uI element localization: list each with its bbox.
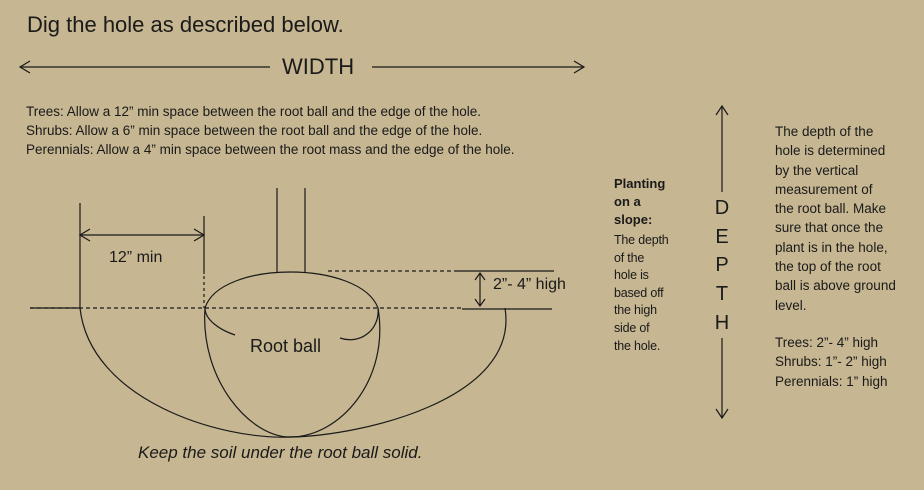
depth-letter: T bbox=[715, 283, 729, 305]
depth-text-line: the root ball. Make bbox=[775, 201, 887, 217]
spacing-rule-trees: Trees: Allow a 12” min space between the… bbox=[26, 104, 482, 119]
depth-letter: P bbox=[715, 254, 729, 276]
depth-text-line: hole is determined bbox=[775, 143, 886, 159]
slope-text-line: side of bbox=[614, 320, 650, 335]
slope-text-line: of the bbox=[614, 250, 645, 265]
height-recommendation-shrubs: Shrubs: 1”- 2” high bbox=[775, 354, 887, 369]
root-ball-label: Root ball bbox=[250, 336, 322, 356]
height-recommendation-trees: Trees: 2”- 4” high bbox=[775, 335, 879, 350]
slope-text-line: based off bbox=[614, 285, 664, 300]
min-space-label: 12” min bbox=[109, 249, 163, 266]
soil-note: Keep the soil under the root ball solid. bbox=[138, 443, 423, 462]
slope-heading-line: on a bbox=[614, 194, 641, 209]
height-recommendation-perennials: Perennials: 1” high bbox=[775, 374, 888, 389]
depth-text-line: The depth of the bbox=[775, 124, 874, 139]
depth-text-line: measurement of bbox=[775, 181, 873, 197]
depth-text-line: the top of the root bbox=[775, 259, 881, 275]
slope-text-line: the hole. bbox=[614, 338, 661, 353]
depth-text-line: by the vertical bbox=[775, 162, 859, 178]
depth-text-line: sure that once the bbox=[775, 220, 884, 236]
depth-letter: H bbox=[714, 312, 730, 334]
depth-text-line: level. bbox=[775, 297, 807, 313]
width-arrow bbox=[18, 60, 586, 74]
slope-text-line: the high bbox=[614, 303, 657, 318]
root-ball-top-left bbox=[204, 307, 236, 336]
depth-description: The depth of the hole is determined by t… bbox=[775, 122, 910, 315]
slope-heading-line: slope: bbox=[614, 212, 653, 227]
slope-text-line: hole is bbox=[614, 268, 649, 283]
slope-heading-line: Planting bbox=[614, 176, 666, 191]
width-label: WIDTH bbox=[282, 54, 355, 79]
depth-text-line: ball is above ground bbox=[775, 278, 896, 294]
spacing-rule-shrubs: Shrubs: Allow a 6” min space between the… bbox=[26, 123, 483, 138]
root-ball-top bbox=[204, 271, 379, 341]
page-title: Dig the hole as described below. bbox=[27, 12, 344, 37]
hole-outline bbox=[79, 307, 507, 438]
depth-letter: E bbox=[715, 226, 729, 248]
height-above-ground-label: 2”- 4” high bbox=[493, 276, 566, 293]
root-ball-bottom bbox=[204, 307, 381, 438]
depth-arrow bbox=[715, 104, 729, 420]
slope-text-line: The depth bbox=[614, 233, 669, 247]
spacing-rule-perennials: Perennials: Allow a 4” min space between… bbox=[26, 142, 515, 157]
depth-text-line: plant is in the hole, bbox=[775, 239, 888, 255]
depth-letter: D bbox=[714, 197, 730, 219]
slope-description: The depth of the hole is based off the h… bbox=[614, 232, 686, 355]
slope-heading: Planting on a slope: bbox=[614, 175, 684, 229]
